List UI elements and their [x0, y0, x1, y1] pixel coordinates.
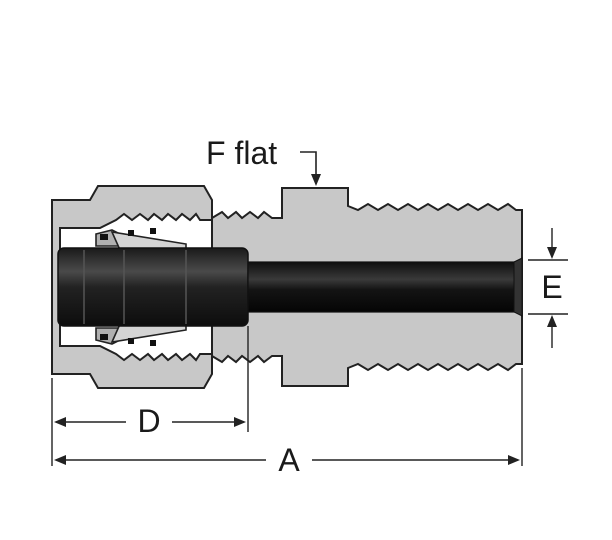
arrowhead-down-icon: [547, 247, 557, 259]
extension-lines: [51, 259, 568, 466]
f-flat-label: F flat: [206, 135, 277, 171]
body-bore: [247, 257, 523, 317]
arrowhead-right-icon: [234, 417, 246, 427]
fitting-nut: [51, 185, 213, 389]
f-flat-leader: [300, 151, 321, 186]
ferrules: [95, 228, 187, 346]
dimension-d-label: D: [137, 403, 160, 439]
dimension-e-label: E: [541, 269, 562, 305]
dimension-a-label: A: [278, 442, 300, 478]
dimension-d: [54, 417, 246, 427]
tube: [57, 247, 249, 327]
arrowhead-down-icon: [311, 174, 321, 186]
arrowhead-up-icon: [547, 315, 557, 327]
arrowhead-left-icon: [54, 455, 66, 465]
arrowhead-left-icon: [54, 417, 66, 427]
dimension-a: [54, 455, 520, 465]
arrowhead-right-icon: [508, 455, 520, 465]
dimension-e: [547, 228, 557, 348]
